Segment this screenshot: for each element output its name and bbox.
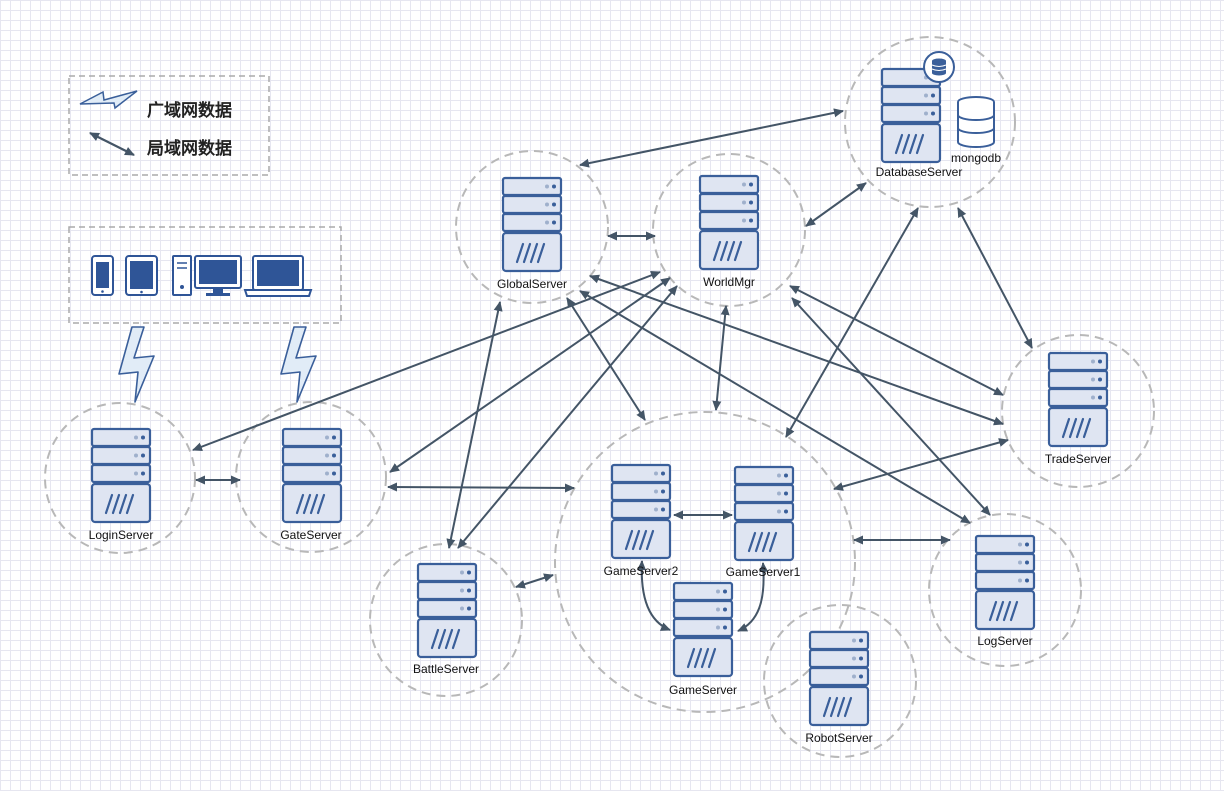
lan-arrow [785, 207, 919, 438]
wan-lightning-icon [280, 326, 317, 403]
global-server-icon [501, 176, 563, 273]
mongodb-icon [957, 96, 995, 148]
battle-server-icon [416, 562, 478, 659]
legend-wan-label: 广域网数据 [147, 100, 232, 121]
wan-lightning-icon [118, 326, 155, 403]
lan-arrow [833, 438, 1009, 491]
login-server-icon [90, 427, 152, 524]
trade-server-icon [1047, 351, 1109, 448]
tablet-icon [125, 255, 158, 296]
game-server-label: GameServer [669, 683, 737, 697]
lan-arrow [389, 277, 671, 473]
login-server-label: LoginServer [89, 528, 154, 542]
phone-icon [91, 255, 114, 296]
robot-server-label: RobotServer [805, 731, 872, 745]
lan-arrow [387, 482, 575, 493]
lan-arrow [791, 297, 991, 516]
client-devices [68, 226, 342, 324]
lan-arrow [192, 271, 661, 451]
game-server-icon [672, 581, 734, 678]
lan-arrow [589, 274, 1004, 426]
monitor-icon [194, 255, 242, 296]
robot-server-zone [763, 604, 917, 758]
game-server1-icon [733, 465, 795, 562]
lan-arrow [515, 573, 554, 589]
laptop-icon [243, 255, 313, 297]
lan-arrow [579, 108, 844, 168]
worldmgr-icon [698, 174, 760, 271]
game-server2-icon [610, 463, 672, 560]
lan-arrow [957, 207, 1033, 349]
lan-arrow [566, 297, 646, 421]
lan-arrow [637, 560, 671, 631]
gate-server-icon [281, 427, 343, 524]
database-server-zone [844, 36, 1016, 208]
lan-arrow [789, 285, 1004, 396]
gate-server-label: GateServer [280, 528, 341, 542]
game-server2-label: GameServer2 [604, 564, 679, 578]
legend: 广域网数据 局域网数据 [68, 75, 270, 176]
lan-arrow [805, 182, 867, 227]
log-server-icon [974, 534, 1036, 631]
battle-server-zone [369, 543, 523, 697]
worldmgr-label: WorldMgr [703, 275, 755, 289]
lan-arrow [737, 562, 769, 632]
database-server-label: DatabaseServer [876, 165, 963, 179]
legend-lan-label: 局域网数据 [147, 138, 232, 159]
mongodb-label: mongodb [951, 151, 1001, 165]
battle-server-label: BattleServer [413, 662, 479, 676]
database-icon [931, 58, 947, 76]
game-server1-label: GameServer1 [726, 565, 801, 579]
log-server-label: LogServer [977, 634, 1032, 648]
lan-arrow [446, 301, 503, 549]
trade-server-zone [1001, 334, 1155, 488]
lan-arrow-icon [89, 132, 135, 156]
desktop-tower-icon [172, 255, 192, 296]
robot-server-icon [808, 630, 870, 727]
trade-server-label: TradeServer [1045, 452, 1111, 466]
global-server-label: GlobalServer [497, 277, 567, 291]
database-server-icon [880, 51, 955, 164]
lan-connections [192, 108, 1033, 632]
wan-lightning-icon [79, 90, 138, 110]
log-server-zone [928, 513, 1082, 667]
global-server-zone [455, 150, 609, 304]
